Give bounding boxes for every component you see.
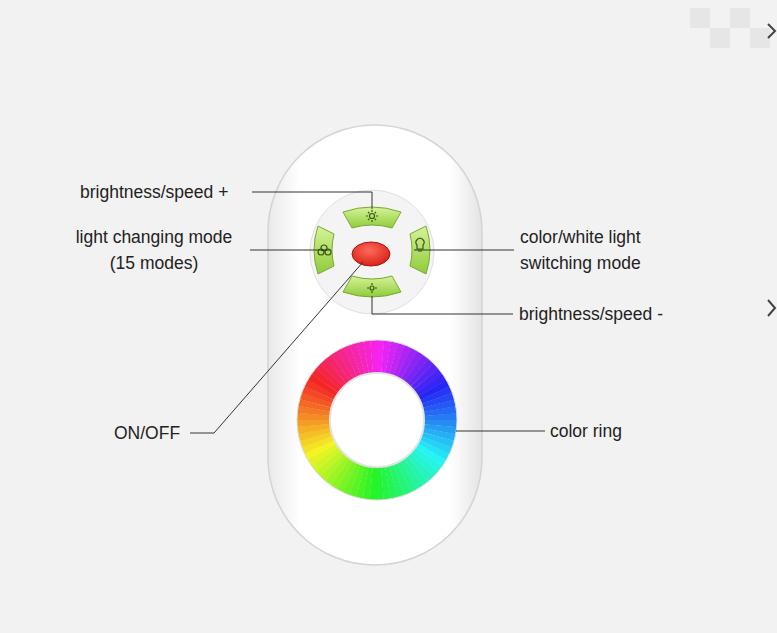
ring-edge xyxy=(297,340,457,500)
callout-label: brightness/speed - xyxy=(519,301,719,327)
nav-chevron xyxy=(768,24,775,38)
blur-patch xyxy=(690,8,770,48)
button-icons xyxy=(318,210,424,293)
callout-label: ON/OFF xyxy=(114,420,194,446)
ring-center xyxy=(330,373,424,467)
callout-label: light changing mode (15 modes) xyxy=(62,224,246,276)
ring-segment xyxy=(297,420,331,427)
color-ring xyxy=(297,340,457,500)
ring-segment xyxy=(377,466,384,500)
leader-lines xyxy=(190,192,545,433)
down-button xyxy=(343,276,401,297)
ring-segment xyxy=(423,413,457,420)
power-button xyxy=(352,242,390,266)
remote-body xyxy=(268,125,482,565)
up-button xyxy=(343,207,401,228)
nav-chevron xyxy=(768,300,775,316)
callout-label: color/white light switching mode xyxy=(520,224,690,276)
ring-segment xyxy=(370,340,377,374)
callout-label: brightness/speed + xyxy=(80,179,260,205)
callout-label: color ring xyxy=(550,418,670,444)
